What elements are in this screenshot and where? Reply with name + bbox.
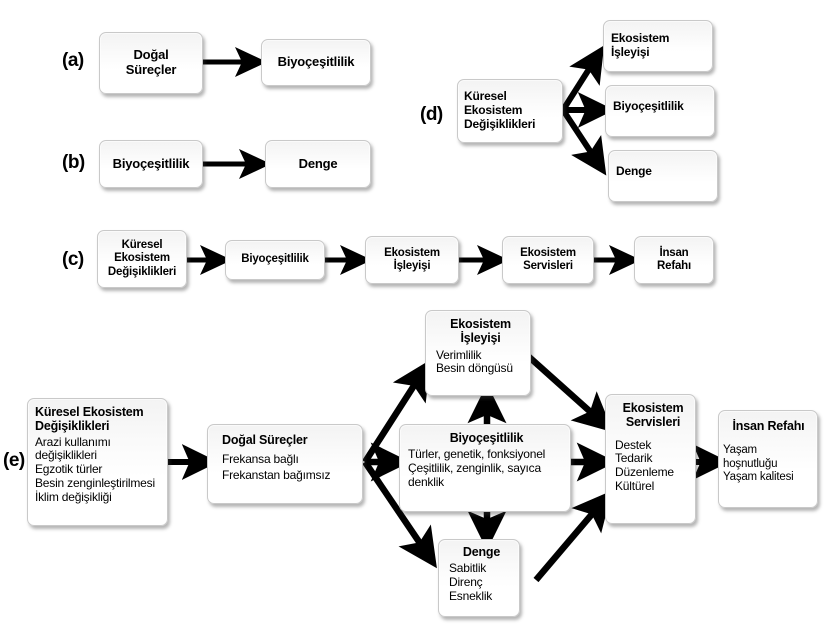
panel-label-d: (d) [420, 104, 443, 125]
box-items: Sabitlik Direnç Esneklik [449, 561, 493, 604]
box-title: Ekosistem İşleyişi [384, 246, 440, 272]
box-items: Yaşam hoşnutluğu Yaşam kalitesi [723, 444, 794, 483]
box-title: Biyoçeşitlilik [449, 431, 524, 445]
box-title: Biyoçeşitlilik [277, 54, 355, 70]
box-title: Biyoçeşitlilik [613, 99, 684, 114]
arrow-d-up [560, 45, 605, 112]
box-d-ekosistem-isleyisi: Ekosistem İşleyişi [603, 20, 713, 72]
box-title: Ekosistem İşleyişi [450, 317, 511, 346]
box-title: Biyoçeşitlilik [112, 155, 190, 171]
box-title: Denge [616, 164, 652, 179]
box-d-biyocesitlilik: Biyoçeşitlilik [605, 85, 715, 137]
box-items: Arazi kullanımı değişiklikleri Egzotik t… [35, 434, 155, 505]
box-b-biyocesitlilik: Biyoçeşitlilik [99, 140, 203, 188]
box-c-insan-refahi: İnsan Refahı [634, 236, 714, 284]
box-e-insan-refahi: İnsan Refahı Yaşam hoşnutluğu Yaşam kali… [718, 410, 818, 508]
box-c-kuresel-ekosistem-degisiklikleri: Küresel Ekosistem Değişiklikleri [97, 230, 187, 288]
box-c-ekosistem-isleyisi: Ekosistem İşleyişi [365, 236, 459, 284]
box-e-ekosistem-isleyisi: Ekosistem İşleyişi Verimlilik Besin döng… [425, 310, 531, 396]
box-e-kuresel-ekosistem-degisiklikleri: Küresel Ekosistem Değişiklikleri Arazi k… [27, 398, 168, 526]
box-title: Biyoçeşitlilik [241, 253, 309, 266]
box-items: Frekansa bağlı Frekanstan bağımsız [222, 452, 331, 482]
arrow-d-down [560, 108, 607, 176]
box-items: Türler, genetik, fonksiyonel Çeşitlilik,… [408, 447, 546, 490]
box-d-kuresel-ekosistem-degisiklikleri: Küresel Ekosistem Değişiklikleri [457, 79, 563, 143]
box-d-denge: Denge [608, 150, 718, 202]
box-a-dogal-surecler: Doğal Süreçler [99, 32, 203, 94]
box-title: Ekosistem Servisleri [520, 246, 576, 272]
box-a-biyocesitlilik: Biyoçeşitlilik [261, 39, 371, 86]
box-b-denge: Denge [265, 140, 371, 188]
box-title: Küresel Ekosistem Değişiklikleri [35, 405, 144, 434]
box-title: Ekosistem İşleyişi [611, 31, 670, 59]
box-title: Doğal Süreçler [222, 433, 308, 447]
box-e-denge: Denge Sabitlik Direnç Esneklik [438, 539, 520, 617]
box-title: Ekosistem Servisleri [622, 401, 684, 430]
arrow-e-denge-to-servisler [533, 490, 612, 583]
panel-label-a: (a) [62, 50, 84, 71]
box-items: Verimlilik Besin döngüsü [436, 347, 513, 376]
box-items: Destek Tedarik Düzenleme Kültürel [615, 437, 674, 494]
panel-label-e: (e) [3, 450, 25, 471]
panel-label-c: (c) [62, 249, 84, 270]
box-title: Denge [298, 155, 338, 171]
box-title: İnsan Refahı [657, 246, 691, 272]
box-title: Küresel Ekosistem Değişiklikleri [107, 239, 177, 278]
box-title: Denge [462, 545, 501, 559]
box-title: İnsan Refahı [732, 419, 805, 433]
box-c-biyocesitlilik: Biyoçeşitlilik [225, 240, 325, 280]
arrow-e-isleyis-to-servisler [525, 353, 614, 433]
box-c-ekosistem-servisleri: Ekosistem Servisleri [502, 236, 594, 284]
box-title: Doğal Süreçler [125, 47, 177, 77]
box-e-ekosistem-servisleri: Ekosistem Servisleri Destek Tedarik Düze… [605, 394, 696, 524]
box-e-dogal-surecler: Doğal Süreçler Frekansa bağlı Frekanstan… [207, 424, 363, 504]
box-e-biyocesitlilik: Biyoçeşitlilik Türler, genetik, fonksiyo… [399, 424, 571, 512]
box-title: Küresel Ekosistem Değişiklikleri [464, 89, 536, 131]
panel-label-b: (b) [62, 152, 85, 173]
